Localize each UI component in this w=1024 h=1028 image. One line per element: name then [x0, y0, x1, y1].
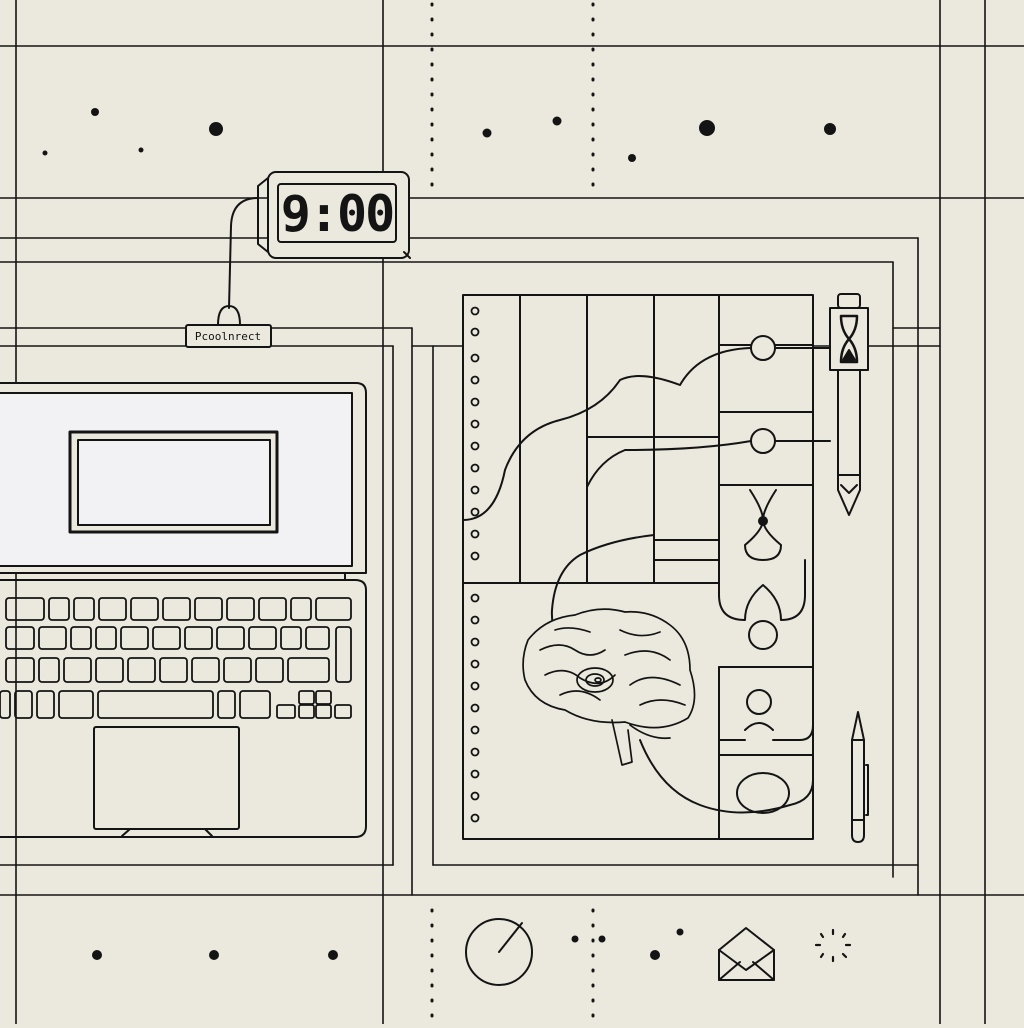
dotted-guides — [430, 2, 595, 1022]
laptop-keyboard — [0, 597, 352, 719]
cable-tag-label: Pcoolnrect — [195, 330, 261, 343]
connector-cable — [217, 197, 259, 326]
cable-tag: Pcoolnrect — [185, 324, 272, 348]
clock-dial-icon — [465, 918, 533, 986]
binding-holes — [470, 306, 480, 823]
pencil-icon — [837, 293, 861, 516]
envelope-icon — [718, 927, 775, 981]
laptop-touchpad — [93, 726, 240, 830]
laptop-icon — [0, 382, 367, 838]
pen-icon — [851, 711, 869, 843]
connector-curves — [462, 347, 831, 814]
clock-time: 9:00 — [281, 185, 393, 243]
flow-nodes — [718, 335, 814, 814]
brain-icon — [522, 608, 696, 766]
decorative-dots-bottom — [92, 928, 684, 960]
decorative-dots-top — [42, 108, 836, 162]
hourglass-icon — [829, 307, 869, 371]
alarm-clock-icon: 9:00 — [257, 171, 411, 259]
planner-board — [462, 294, 814, 840]
loading-spinner-icon — [814, 928, 852, 963]
